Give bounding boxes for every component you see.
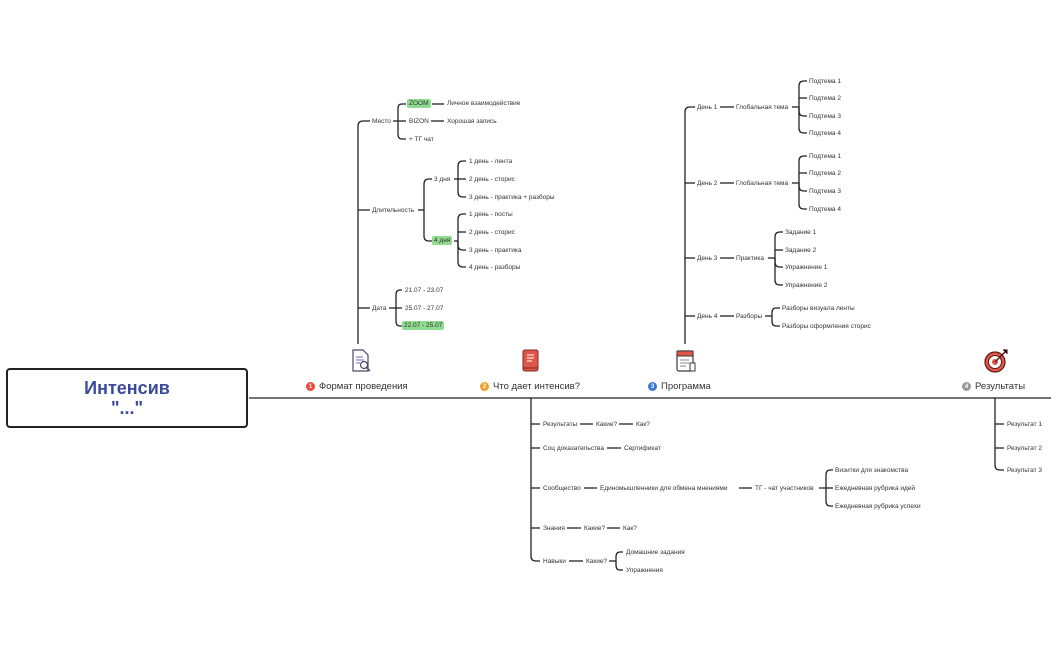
book-icon xyxy=(522,349,539,372)
node-4days-item[interactable]: 2 день - сторис xyxy=(469,229,515,236)
category-gives[interactable]: 2 Что дает интенсив? xyxy=(480,381,580,392)
node-subtopic[interactable]: Подтема 3 xyxy=(809,188,841,195)
category-number-3: 3 xyxy=(648,382,657,391)
node-day3[interactable]: День 3 xyxy=(697,255,718,262)
node-how[interactable]: Как? xyxy=(623,525,637,532)
node-which[interactable]: Какие? xyxy=(596,421,618,428)
node-date[interactable]: 25.07 - 27.07 xyxy=(405,305,444,312)
node-tg-chat[interactable]: ТГ - чат участников xyxy=(755,485,814,492)
node-global-topic-2[interactable]: Глобальная тема xyxy=(736,180,789,187)
node-review-item[interactable]: Разборы визуала ленты xyxy=(782,305,855,312)
root-title: Интенсив xyxy=(84,378,170,398)
node-subtopic[interactable]: Подтема 2 xyxy=(809,170,841,177)
node-zoom[interactable]: ZOOM xyxy=(407,99,431,108)
node-result-item[interactable]: Результат 3 xyxy=(1007,467,1042,474)
node-subtopic[interactable]: Подтема 3 xyxy=(809,113,841,120)
node-task[interactable]: Упражнение 2 xyxy=(785,282,828,289)
node-social-proof[interactable]: Соц доказательства xyxy=(543,445,604,452)
node-subtopic[interactable]: Подтема 4 xyxy=(809,130,841,137)
node-community[interactable]: Сообщество xyxy=(543,485,581,492)
category-number-1: 1 xyxy=(306,382,315,391)
node-4days[interactable]: 4 дня xyxy=(432,236,453,245)
category-program-label: Программа xyxy=(661,381,711,392)
node-day2[interactable]: День 2 xyxy=(697,180,718,187)
category-format-label: Формат проведения xyxy=(319,381,408,392)
node-data[interactable]: Дата xyxy=(372,305,387,312)
node-day1[interactable]: День 1 xyxy=(697,104,718,111)
node-results[interactable]: Результаты xyxy=(543,421,578,428)
node-reviews[interactable]: Разборы xyxy=(736,313,763,320)
node-subtopic[interactable]: Подтема 2 xyxy=(809,95,841,102)
node-result-item[interactable]: Результат 1 xyxy=(1007,421,1042,428)
node-result-item[interactable]: Результат 2 xyxy=(1007,445,1042,452)
node-3days-item[interactable]: 2 день - сторис xyxy=(469,176,515,183)
node-subtopic[interactable]: Подтема 4 xyxy=(809,206,841,213)
node-dlit[interactable]: Длительность xyxy=(372,207,415,214)
category-results-label: Результаты xyxy=(975,381,1026,392)
category-number-4: 4 xyxy=(962,382,971,391)
node-date[interactable]: 21.07 - 23.07 xyxy=(405,287,444,294)
node-which[interactable]: Какие? xyxy=(584,525,606,532)
node-4days-item[interactable]: 1 день - посты xyxy=(469,211,513,218)
node-how[interactable]: Как? xyxy=(636,421,650,428)
node-global-topic-1[interactable]: Глобальная тема xyxy=(736,104,789,111)
category-results[interactable]: 4 Результаты xyxy=(962,381,1025,392)
category-gives-label: Что дает интенсив? xyxy=(493,381,580,392)
node-task[interactable]: Задание 2 xyxy=(785,247,817,254)
node-community-item[interactable]: Визитки для знакомства xyxy=(835,467,909,474)
document-search-icon xyxy=(352,349,371,372)
calendar-icon xyxy=(676,350,696,372)
node-review-item[interactable]: Разборы оформления сторис xyxy=(782,323,871,330)
node-skill-item[interactable]: Домашние задания xyxy=(626,549,685,556)
node-3days-item[interactable]: 1 день - лента xyxy=(469,158,513,165)
target-icon xyxy=(984,349,1008,373)
node-community-item[interactable]: Ежедневная рубрика идей xyxy=(835,485,916,492)
category-number-2: 2 xyxy=(480,382,489,391)
node-community-item[interactable]: Ежедневная рубрика успехи xyxy=(835,503,921,510)
root-node[interactable]: Интенсив "..." xyxy=(6,368,248,428)
node-task[interactable]: Задание 1 xyxy=(785,229,817,236)
node-practice[interactable]: Практика xyxy=(736,255,765,262)
node-task[interactable]: Упражнение 1 xyxy=(785,264,828,271)
node-day4[interactable]: День 4 xyxy=(697,313,718,320)
node-subtopic[interactable]: Подтема 1 xyxy=(809,153,841,160)
node-like-minded[interactable]: Единомышленники для обмена мнениями xyxy=(600,485,728,492)
node-bizon-note[interactable]: Хорошая запись xyxy=(447,118,497,125)
node-bizon[interactable]: BIZON xyxy=(409,118,429,125)
node-which[interactable]: Какие? xyxy=(586,558,608,565)
node-certificate[interactable]: Сертификат xyxy=(624,445,661,452)
node-4days-item[interactable]: 4 день - разборы xyxy=(469,264,521,271)
node-tg[interactable]: + ТГ чат xyxy=(409,136,434,143)
node-subtopic[interactable]: Подтема 1 xyxy=(809,78,841,85)
root-subtitle: "..." xyxy=(110,398,144,418)
node-knowledge[interactable]: Знания xyxy=(543,525,565,532)
node-3days[interactable]: 3 дня xyxy=(434,176,451,183)
node-4days-item[interactable]: 3 день - практика xyxy=(469,247,522,254)
category-program[interactable]: 3 Программа xyxy=(648,381,711,392)
node-3days-item[interactable]: 3 день - практика + разборы xyxy=(469,194,555,201)
node-mesto[interactable]: Место xyxy=(372,118,391,125)
node-skill-item[interactable]: Упражнения xyxy=(626,567,663,574)
node-skills[interactable]: Навыки xyxy=(543,558,566,565)
node-date-highlighted[interactable]: 22.07 - 25.07 xyxy=(402,321,445,330)
node-zoom-note[interactable]: Личное взаимодействие xyxy=(447,100,521,107)
category-format[interactable]: 1 Формат проведения xyxy=(306,381,408,392)
